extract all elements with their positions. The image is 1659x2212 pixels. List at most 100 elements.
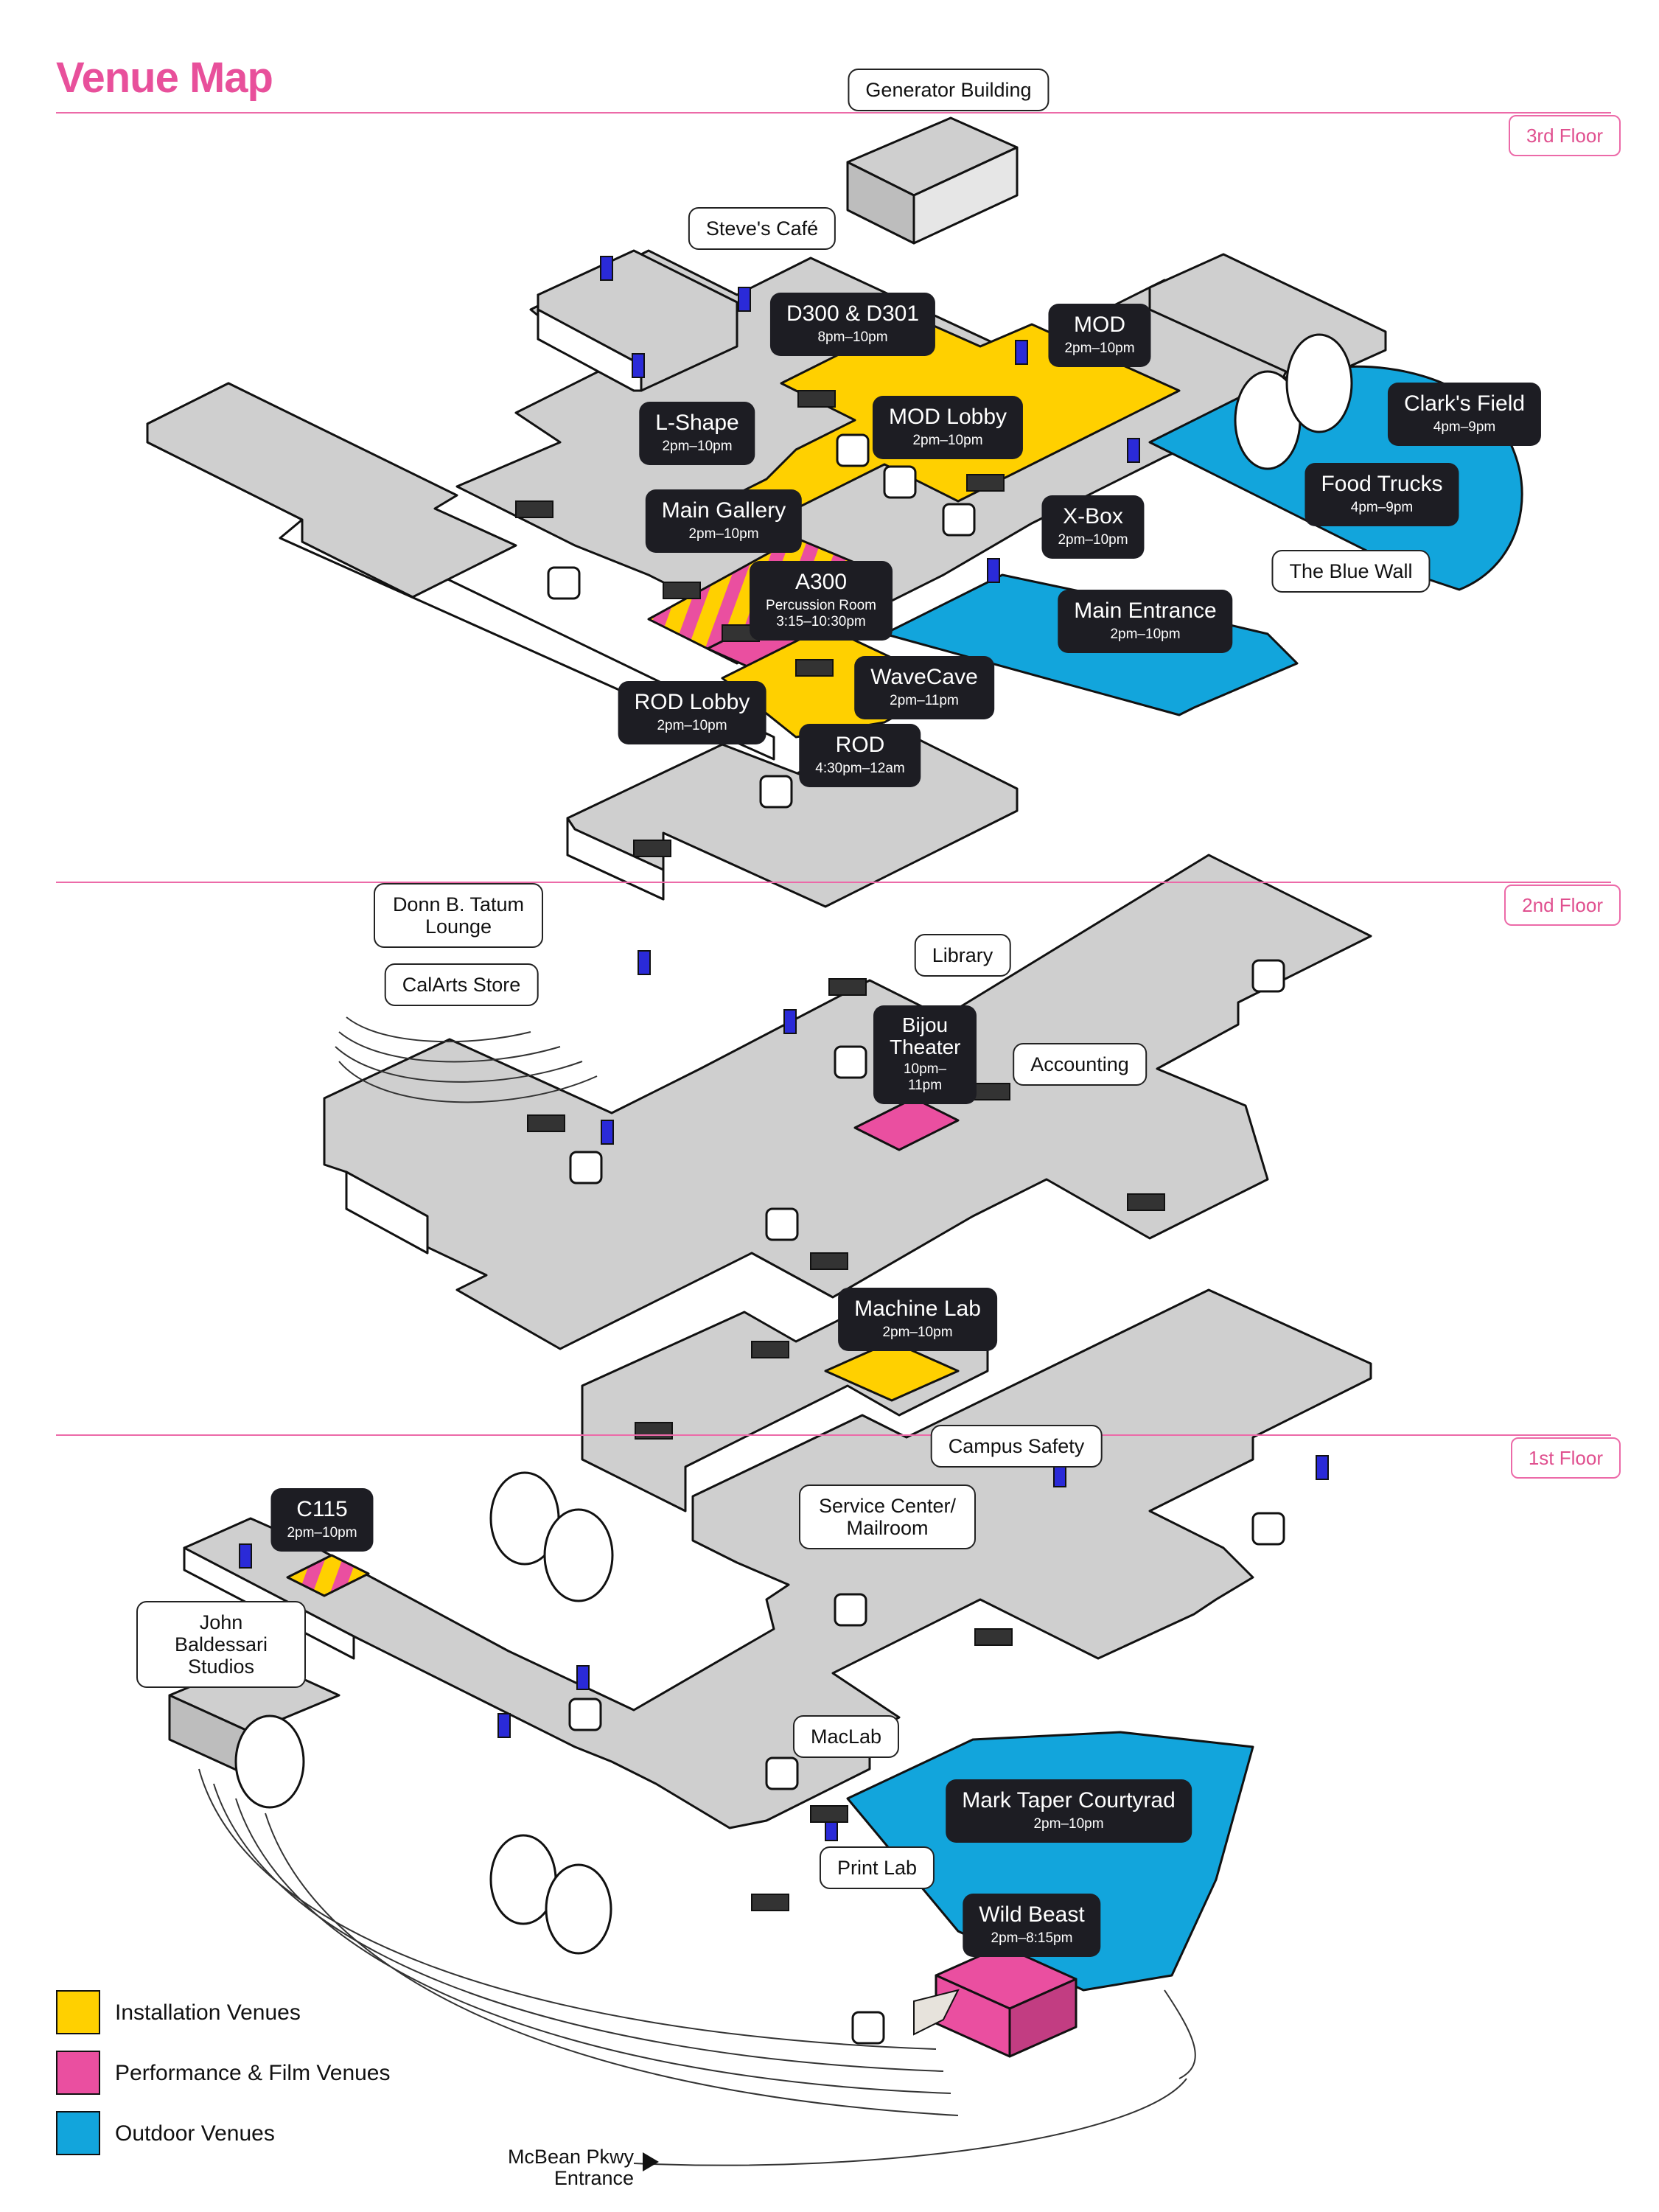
label-service-center[interactable]: Service Center/ Mailroom bbox=[799, 1484, 976, 1549]
legend-item-installation: Installation Venues bbox=[56, 1990, 498, 2039]
second-floor-wall bbox=[345, 1170, 429, 1255]
generator-building-front bbox=[912, 146, 1019, 245]
venue-name: Mark Taper Courtyrad bbox=[962, 1788, 1176, 1812]
label-text: Print Lab bbox=[837, 1857, 918, 1879]
venue-time: 2pm–10pm bbox=[1033, 1816, 1104, 1832]
venue-time: 3:15–10:30pm bbox=[776, 614, 866, 629]
venue-time: 2pm–8:15pm bbox=[991, 1930, 1073, 1946]
venue-name: Clark's Field bbox=[1403, 391, 1526, 416]
venue-subtitle: Percussion Room bbox=[766, 598, 876, 613]
tree-icon bbox=[1234, 333, 1353, 470]
venue-label-l-shape[interactable]: L-Shape 2pm–10pm bbox=[639, 402, 755, 465]
venue-name: Bijou Theater bbox=[890, 1013, 961, 1058]
venue-name: ROD bbox=[835, 733, 885, 757]
venue-time: 2pm–10pm bbox=[1110, 627, 1181, 642]
venue-time: 2pm–10pm bbox=[912, 433, 983, 448]
floor-tag-1st[interactable]: 1st Floor bbox=[1510, 1437, 1621, 1479]
venue-time: 2pm–11pm bbox=[890, 693, 959, 708]
label-text: Accounting bbox=[1030, 1053, 1129, 1075]
third-floor-upper-wing-wall bbox=[537, 293, 643, 392]
label-text: John Baldessari Studios bbox=[174, 1611, 268, 1678]
third-floor-left-wing bbox=[146, 382, 517, 599]
venue-name: Wild Beast bbox=[979, 1902, 1085, 1927]
legend-swatch bbox=[56, 2051, 100, 2095]
wild-beast-side bbox=[1008, 1978, 1078, 2058]
venue-name: Main Entrance bbox=[1074, 599, 1217, 623]
label-donn-lounge[interactable]: Donn B. Tatum Lounge bbox=[374, 883, 543, 948]
label-campus-safety[interactable]: Campus Safety bbox=[930, 1425, 1103, 1468]
venue-label-x-box[interactable]: X-Box 2pm–10pm bbox=[1041, 495, 1145, 559]
label-text: MacLab bbox=[810, 1726, 882, 1748]
landscape-curves bbox=[198, 1768, 1196, 2166]
venue-label-wild-beast[interactable]: Wild Beast 2pm–8:15pm bbox=[963, 1894, 1101, 1957]
second-floor-main bbox=[323, 854, 1372, 1350]
label-generator-building[interactable]: Generator Building bbox=[848, 69, 1049, 111]
arrow-icon bbox=[643, 2152, 659, 2171]
first-floor-main bbox=[183, 1288, 1372, 1829]
venue-label-d300-d301[interactable]: D300 & D301 8pm–10pm bbox=[769, 293, 936, 356]
label-text: Donn B. Tatum Lounge bbox=[392, 893, 525, 938]
bijou-theater-zone bbox=[853, 1097, 960, 1151]
legend-label: Performance & Film Venues bbox=[115, 2061, 391, 2085]
label-baldessari-studios[interactable]: John Baldessari Studios bbox=[136, 1601, 306, 1688]
venue-name: Main Gallery bbox=[661, 498, 786, 523]
venue-time: 4pm–9pm bbox=[1433, 419, 1496, 435]
venue-time: 2pm–10pm bbox=[287, 1525, 357, 1541]
entrance-line-2: Entrance bbox=[553, 2167, 634, 2189]
label-calarts-store[interactable]: CalArts Store bbox=[384, 963, 539, 1006]
venue-label-clarks-field[interactable]: Clark's Field 4pm–9pm bbox=[1387, 383, 1542, 446]
floor-tag-3rd[interactable]: 3rd Floor bbox=[1508, 115, 1621, 156]
label-accounting[interactable]: Accounting bbox=[1013, 1043, 1147, 1086]
page-title: Venue Map bbox=[56, 54, 273, 102]
venue-name: WaveCave bbox=[870, 665, 978, 689]
c115-zone bbox=[286, 1554, 370, 1597]
venue-name: L-Shape bbox=[655, 411, 739, 435]
restroom-icon bbox=[547, 465, 1285, 2045]
legend-swatch bbox=[56, 1990, 100, 2034]
venue-name: MOD Lobby bbox=[888, 405, 1007, 429]
venue-time: 8pm–10pm bbox=[817, 329, 888, 345]
venue-name: Food Trucks bbox=[1321, 472, 1443, 496]
venue-time: 10pm–11pm bbox=[903, 1061, 947, 1093]
venue-time: 2pm–10pm bbox=[662, 439, 733, 454]
venue-name: C115 bbox=[296, 1497, 348, 1521]
label-maclab[interactable]: MacLab bbox=[792, 1715, 900, 1758]
venue-label-main-entrance[interactable]: Main Entrance 2pm–10pm bbox=[1058, 590, 1233, 653]
label-blue-wall[interactable]: The Blue Wall bbox=[1271, 550, 1431, 593]
venue-label-mark-taper-courtyard[interactable]: Mark Taper Courtyrad 2pm–10pm bbox=[946, 1779, 1192, 1843]
legend-swatch bbox=[56, 2111, 100, 2155]
venue-time: 2pm–10pm bbox=[1064, 341, 1135, 356]
venue-label-c115[interactable]: C115 2pm–10pm bbox=[270, 1488, 374, 1552]
venue-label-rod[interactable]: ROD 4:30pm–12am bbox=[799, 724, 921, 787]
label-text: The Blue Wall bbox=[1289, 560, 1413, 582]
amphitheater-steps bbox=[335, 1016, 598, 1103]
label-print-lab[interactable]: Print Lab bbox=[819, 1846, 935, 1889]
venue-label-wavecave[interactable]: WaveCave 2pm–11pm bbox=[854, 656, 994, 719]
venue-label-mod-lobby[interactable]: MOD Lobby 2pm–10pm bbox=[872, 396, 1024, 459]
venue-name: Machine Lab bbox=[854, 1297, 981, 1321]
label-library[interactable]: Library bbox=[914, 934, 1011, 977]
stairs-icon bbox=[515, 390, 1165, 1911]
label-steves-cafe[interactable]: Steve's Café bbox=[688, 207, 837, 250]
legend-item-outdoor: Outdoor Venues bbox=[56, 2111, 498, 2160]
entrance-line-1: McBean Pkwy bbox=[507, 2146, 634, 2168]
entrance-label[interactable]: McBean Pkwy Entrance bbox=[501, 2146, 634, 2189]
floor-tag-2nd[interactable]: 2nd Floor bbox=[1504, 885, 1621, 926]
venue-time: 4:30pm–12am bbox=[815, 761, 905, 776]
door-icon bbox=[600, 256, 1140, 583]
venue-time: 2pm–10pm bbox=[1058, 532, 1128, 548]
venue-name: X-Box bbox=[1063, 504, 1123, 528]
venue-name: A300 bbox=[794, 570, 848, 594]
machine-lab-zone bbox=[824, 1340, 960, 1402]
entrance-path bbox=[913, 1989, 960, 2036]
venue-name: D300 & D301 bbox=[786, 301, 920, 326]
label-text: CalArts Store bbox=[402, 974, 521, 996]
label-text: Library bbox=[932, 944, 993, 966]
